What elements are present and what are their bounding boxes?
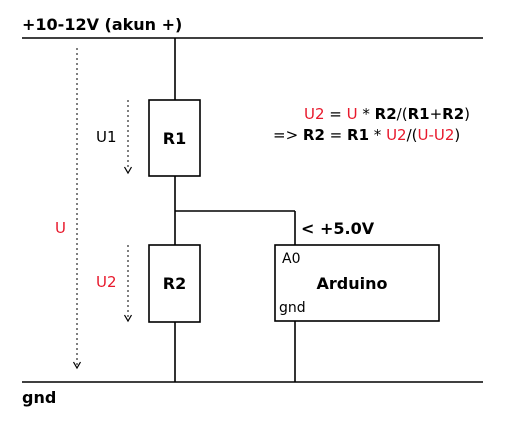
r1-label: R1	[163, 129, 186, 148]
formula1-r2: R2	[375, 105, 397, 123]
arrow-u1-head	[123, 166, 133, 175]
formula2-open: /(	[407, 126, 418, 144]
u2-label: U2	[96, 273, 117, 291]
u1-label: U1	[96, 128, 117, 146]
ground-label: gnd	[22, 388, 56, 407]
formula2-r1: R1	[347, 126, 369, 144]
formula2-u-minus-u2: U-U2	[418, 126, 455, 144]
arduino-board	[274, 244, 440, 322]
arduino-gnd-label: gnd	[279, 300, 306, 316]
supply-label: +10-12V (akun +)	[22, 15, 182, 34]
formula1-mul: *	[358, 105, 375, 123]
max-voltage-label: < +5.0V	[301, 219, 375, 238]
formula1-r1: R1	[408, 105, 430, 123]
formula-divider: U2 = U * R2/(R1+R2)	[304, 105, 470, 123]
formula1-close: )	[464, 105, 470, 123]
formula1-r2b: R2	[442, 105, 464, 123]
formula-solved-r2: => R2 = R1 * U2/(U-U2)	[273, 126, 460, 144]
formula2-mul: *	[369, 126, 386, 144]
formula1-eq: =	[325, 105, 347, 123]
resistor-r2	[148, 244, 201, 323]
arrow-u-head	[72, 361, 82, 370]
formula1-open: /(	[397, 105, 408, 123]
formula2-eq: =	[325, 126, 347, 144]
formula2-u2: U2	[386, 126, 407, 144]
formula2-arrow: =>	[273, 126, 303, 144]
r2-label: R2	[163, 274, 186, 293]
formula1-plus: +	[430, 105, 443, 123]
arrow-u2-head	[123, 314, 133, 323]
formula2-r2: R2	[303, 126, 325, 144]
arduino-label: Arduino	[317, 274, 388, 293]
formula1-u2: U2	[304, 105, 325, 123]
resistor-r1	[148, 99, 201, 177]
formula1-u: U	[347, 105, 358, 123]
u-label: U	[55, 219, 66, 237]
a0-pin-label: A0	[282, 251, 300, 267]
formula2-close: )	[454, 126, 460, 144]
